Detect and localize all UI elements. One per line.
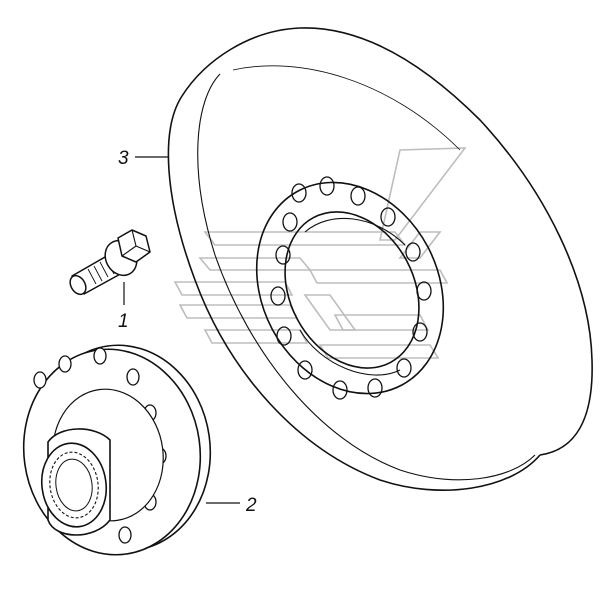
callout-part-3: 3: [118, 148, 129, 169]
watermark-logo: [173, 147, 467, 359]
callout-part-2: 2: [245, 495, 257, 516]
hub-recess-inner: [284, 211, 420, 369]
callout-part-1: 1: [118, 311, 129, 332]
flange-bolt-holes: [33, 347, 167, 544]
flange-hub-part-2: [22, 344, 212, 556]
disc-bolt-holes: [270, 176, 432, 400]
leader-lines: [123, 156, 240, 504]
hub-recess-outer: [255, 181, 445, 395]
disc-inner-rim: [197, 73, 536, 481]
disc-front-edge: [167, 95, 541, 491]
damper-disc-part-3: [167, 27, 593, 491]
bolt-part-1: [69, 229, 151, 296]
disc-rear-rim: [181, 27, 593, 456]
